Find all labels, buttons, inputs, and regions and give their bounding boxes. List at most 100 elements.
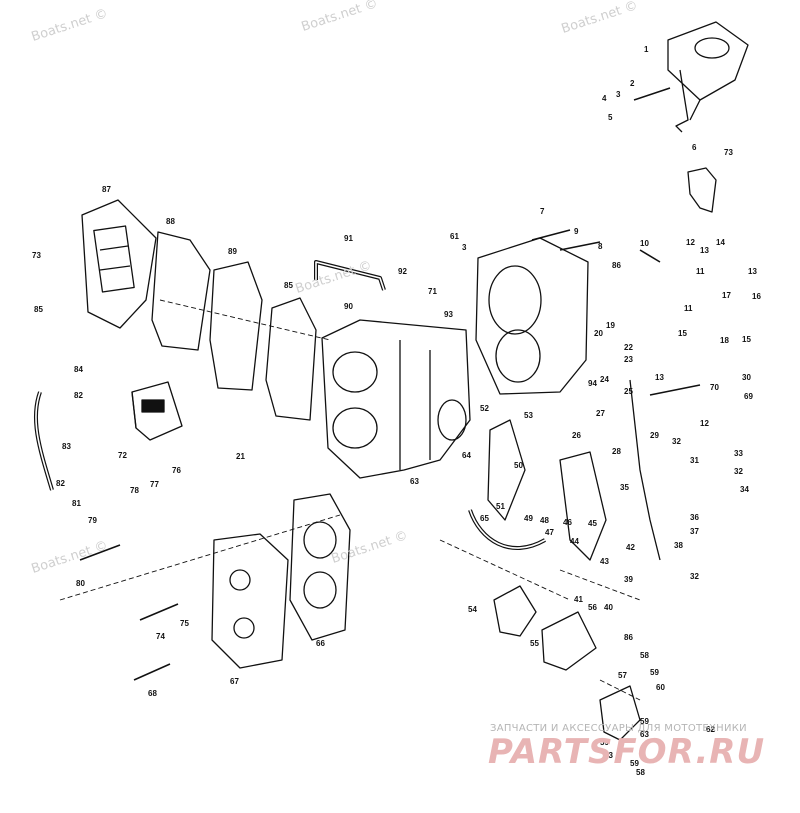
callout-53: 53 [524, 411, 533, 420]
callout-59: 59 [650, 668, 659, 677]
callout-42: 42 [626, 543, 635, 552]
callout-37: 37 [690, 527, 699, 536]
callout-18: 18 [720, 336, 729, 345]
callout-86: 86 [624, 633, 633, 642]
callout-59: 59 [640, 717, 649, 726]
callout-1: 1 [644, 45, 649, 54]
callout-84: 84 [74, 365, 83, 374]
callout-30: 30 [742, 373, 751, 382]
callout-32: 32 [690, 572, 699, 581]
callout-59: 59 [630, 759, 639, 768]
callout-7: 7 [540, 207, 545, 216]
callout-71: 71 [428, 287, 437, 296]
callout-47: 47 [545, 528, 554, 537]
cylinder-head [211, 533, 289, 669]
callout-63: 63 [640, 730, 649, 739]
callout-9: 9 [574, 227, 579, 236]
callout-2: 2 [630, 79, 635, 88]
linkage-plate-b [559, 451, 607, 561]
callout-72: 72 [118, 451, 127, 460]
callout-57: 57 [618, 671, 627, 680]
callout-15: 15 [678, 329, 687, 338]
callout-58: 58 [640, 651, 649, 660]
callout-13: 13 [655, 373, 664, 382]
callout-52: 52 [480, 404, 489, 413]
callout-61: 61 [450, 232, 459, 241]
head-gasket [289, 493, 351, 641]
callout-51: 51 [496, 502, 505, 511]
callout-92: 92 [398, 267, 407, 276]
callout-4: 4 [602, 94, 607, 103]
callout-91: 91 [344, 234, 353, 243]
callout-12: 12 [700, 419, 709, 428]
callout-44: 44 [570, 537, 579, 546]
callout-26: 26 [572, 431, 581, 440]
callout-5: 5 [608, 113, 613, 122]
gasket-86 [265, 297, 317, 421]
callout-49: 49 [524, 514, 533, 523]
callout-29: 29 [650, 431, 659, 440]
callout-3: 3 [462, 243, 467, 252]
brand-subtitle: ЗАПЧАСТИ И АКСЕССУАРЫ ДЛЯ МОТОТЕХНИКИ [490, 723, 747, 734]
callout-58: 58 [636, 768, 645, 777]
callout-11: 11 [684, 304, 693, 313]
callout-80: 80 [76, 579, 85, 588]
callout-43: 43 [600, 557, 609, 566]
callout-82: 82 [74, 391, 83, 400]
callout-59: 59 [600, 738, 609, 747]
crankcase [475, 237, 589, 395]
bracket-small [687, 167, 717, 213]
bolts [79, 87, 701, 681]
callout-64: 64 [462, 451, 471, 460]
leader-lines [59, 299, 641, 701]
callout-34: 34 [740, 485, 749, 494]
callout-16: 16 [752, 292, 761, 301]
gasket-88 [151, 231, 211, 351]
callout-94: 94 [588, 379, 597, 388]
callout-23: 23 [624, 355, 633, 364]
linkage-arm [629, 379, 661, 561]
callout-21: 21 [236, 452, 245, 461]
callout-83: 83 [62, 442, 71, 451]
callout-14: 14 [716, 238, 725, 247]
callout-85: 85 [34, 305, 43, 314]
callout-39: 39 [624, 575, 633, 584]
callout-17: 17 [722, 291, 731, 300]
callout-8: 8 [598, 242, 603, 251]
callout-70: 70 [710, 383, 719, 392]
callout-65: 65 [480, 514, 489, 523]
callout-77: 77 [150, 480, 159, 489]
callout-73: 73 [32, 251, 41, 260]
callout-33: 33 [734, 449, 743, 458]
callout-90: 90 [344, 302, 353, 311]
callout-13: 13 [700, 246, 709, 255]
callout-11: 11 [696, 267, 705, 276]
callout-88: 88 [166, 217, 175, 226]
callout-81: 81 [72, 499, 81, 508]
callout-89: 89 [228, 247, 237, 256]
callout-20: 20 [594, 329, 603, 338]
callout-38: 38 [674, 541, 683, 550]
callout-87: 87 [102, 185, 111, 194]
callout-63: 63 [604, 751, 613, 760]
linkage-plate-a [487, 419, 526, 521]
callout-60: 60 [656, 683, 665, 692]
part-55 [541, 611, 597, 671]
callout-82: 82 [56, 479, 65, 488]
callout-35: 35 [620, 483, 629, 492]
bracket-60 [599, 685, 641, 741]
callout-85: 85 [284, 281, 293, 290]
callout-56: 56 [588, 603, 597, 612]
callout-12: 12 [686, 238, 695, 247]
callout-67: 67 [230, 677, 239, 686]
callout-25: 25 [624, 387, 633, 396]
callout-24: 24 [600, 375, 609, 384]
part-72-box [131, 381, 183, 441]
callout-63: 63 [410, 477, 419, 486]
callout-28: 28 [612, 447, 621, 456]
gasket-89 [209, 261, 263, 391]
callout-55: 55 [530, 639, 539, 648]
callout-50: 50 [514, 461, 523, 470]
callout-54: 54 [468, 605, 477, 614]
